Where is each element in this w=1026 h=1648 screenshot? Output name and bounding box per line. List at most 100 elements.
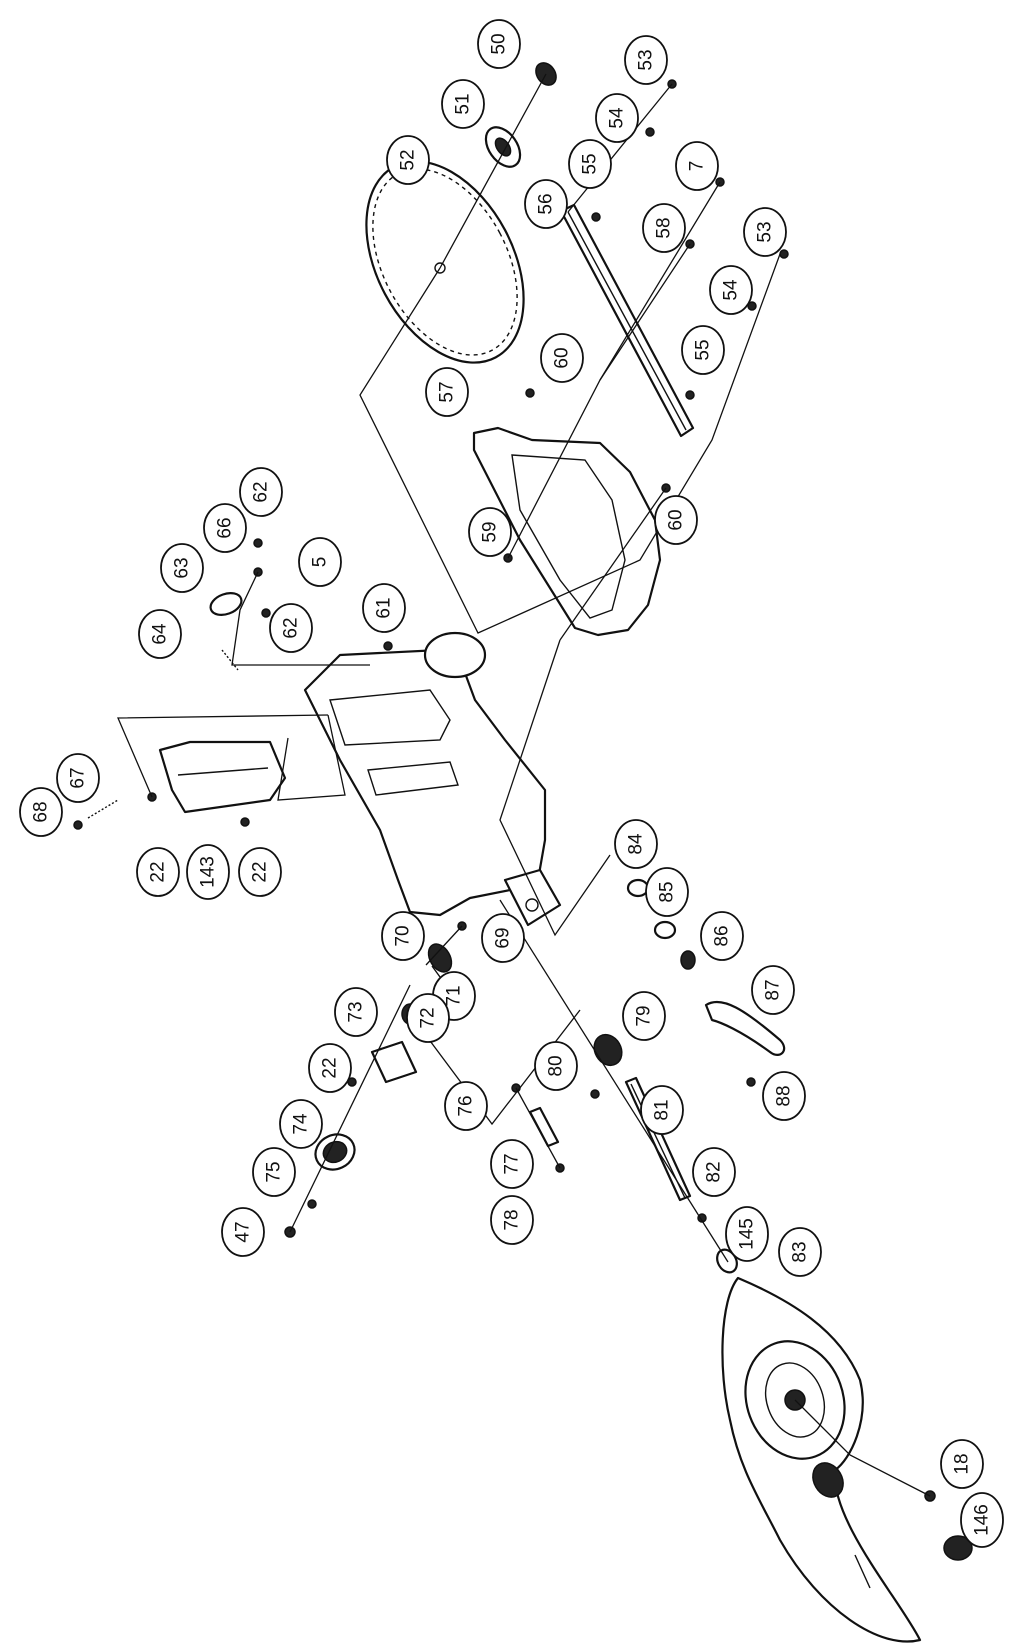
callout-number: 71 [444,985,465,1006]
callout-18: 18 [940,1439,984,1489]
callout-60: 60 [540,333,584,383]
callout-circle [269,603,313,653]
cover-spring [87,799,119,819]
callout-circle [252,1147,296,1197]
callout-7: 7 [675,141,719,191]
callout-number: 143 [198,856,219,888]
callout-circle [203,503,247,553]
callout-circle [441,79,485,129]
callout-143: 143 [186,844,230,900]
callout-circle [406,993,450,1043]
callout-circle [56,753,100,803]
callout-number: 73 [346,1001,367,1022]
callout-52: 52 [386,135,430,185]
callout-circle [308,1043,352,1093]
callout-63: 63 [160,543,204,593]
callout-circle [221,1207,265,1257]
callout-47: 47 [221,1207,265,1257]
callout-74: 74 [279,1099,323,1149]
bushing [593,1033,623,1067]
callout-67: 67 [56,753,100,803]
callout-number: 52 [398,149,419,170]
callout-circle [654,495,698,545]
callout-55: 55 [681,325,725,375]
callout-64: 64 [138,609,182,659]
callout-146: 146 [960,1492,1004,1548]
callout-circle [186,844,230,900]
callout-circle [524,179,568,229]
callout-number: 62 [281,617,302,638]
callout-circle [238,847,282,897]
saw-blade [365,160,525,364]
callout-circle [19,787,63,837]
callout-66: 66 [203,503,247,553]
callout-number: 51 [453,93,474,114]
callout-number: 69 [493,927,514,948]
callout-circle [160,543,204,593]
callout-58: 58 [642,203,686,253]
callout-number: 79 [634,1005,655,1026]
callout-circle [645,867,689,917]
callout-circle [540,333,584,383]
callout-number: 22 [148,861,169,882]
callout-circle [362,583,406,633]
lock-lever [704,1000,786,1056]
callout-circle [709,265,753,315]
callout-60: 60 [654,495,698,545]
callout-number: 74 [291,1113,312,1135]
spring-86 [680,950,696,970]
handle-nut [943,1535,973,1561]
callout-circle [444,1081,488,1131]
callout-circle [743,207,787,257]
callout-80: 80 [534,1041,578,1091]
callout-number: 60 [552,347,573,368]
callout-81: 81 [640,1085,684,1135]
callout-number: 55 [693,339,714,360]
callout-145: 145 [725,1206,769,1262]
callout-circle [778,1227,822,1277]
callout-number: 87 [763,979,784,1000]
callout-56: 56 [524,179,568,229]
callout-number: 83 [790,1241,811,1262]
callout-54: 54 [595,93,639,143]
callout-70: 70 [381,911,425,961]
callout-number: 75 [264,1161,285,1182]
callout-number: 86 [712,925,733,946]
guard-lever [209,592,243,616]
callout-86: 86 [700,911,744,961]
callout-number: 18 [952,1453,973,1474]
callout-circle [622,991,666,1041]
callout-number: 60 [666,509,687,530]
callout-62: 62 [269,603,313,653]
callout-85: 85 [645,867,689,917]
callout-number: 84 [626,833,647,855]
callout-circle [675,141,719,191]
callout-circle [681,325,725,375]
callout-82: 82 [692,1147,736,1197]
callout-22: 22 [308,1043,352,1093]
callout-circle [425,367,469,417]
callout-number: 62 [251,481,272,502]
callout-78: 78 [490,1195,534,1245]
callout-circle [534,1041,578,1091]
callout-number: 54 [721,279,742,301]
callout-61: 61 [362,583,406,633]
callout-number: 57 [437,381,458,402]
callout-number: 55 [580,153,601,174]
callout-circle [940,1439,984,1489]
part-drawings [73,62,973,1643]
callout-circle [751,965,795,1015]
callout-59: 59 [468,507,512,557]
callout-circle [568,139,612,189]
callout-circle [477,19,521,69]
callout-54: 54 [709,265,753,315]
callout-circle [762,1071,806,1121]
callout-number: 53 [636,49,657,70]
lower-blade-guard [472,426,662,637]
lever-spring [221,649,239,671]
callout-83: 83 [778,1227,822,1277]
callout-69: 69 [481,913,525,963]
callout-circle [334,987,378,1037]
callout-50: 50 [477,19,521,69]
